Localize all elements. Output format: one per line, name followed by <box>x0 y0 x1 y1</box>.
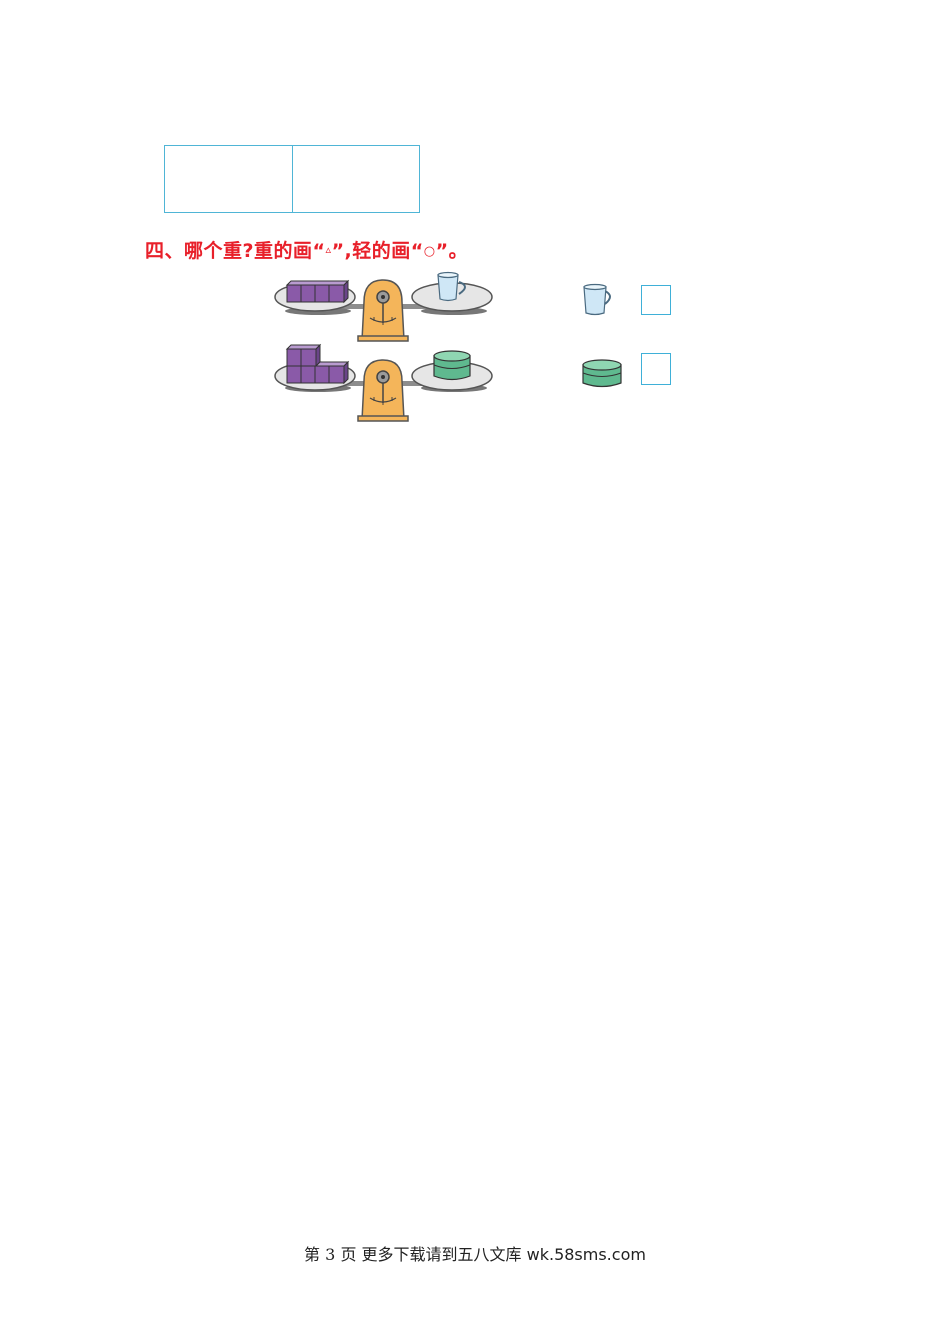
balance-scale-1 <box>274 271 493 342</box>
round-box-icon <box>582 359 622 388</box>
answer-box-1[interactable] <box>641 285 671 315</box>
question-number: 四、 <box>145 240 185 262</box>
question-text: 哪个重?重的画“ <box>184 240 326 262</box>
question-middle: ”,轻的画“ <box>331 240 424 262</box>
answer-table <box>164 145 420 213</box>
footer-page-prefix: 第 <box>304 1245 321 1264</box>
answer-cell-right[interactable] <box>291 146 420 212</box>
round-box-icon <box>433 350 471 381</box>
cup-icon <box>437 271 466 302</box>
cube-l-shape-5-icon <box>285 343 350 385</box>
footer-page-suffix: 页 更多下载请到五八文库 <box>340 1245 522 1264</box>
answer-cell-left[interactable] <box>165 146 292 212</box>
question-end: ”。 <box>435 240 469 262</box>
question-heading: 四、哪个重?重的画“▵”,轻的画“○”。 <box>145 236 468 263</box>
cube-stack-4-icon <box>285 279 350 304</box>
cup-icon <box>583 283 611 316</box>
page-footer: 第 3 页 更多下载请到五八文库 wk.58sms.com <box>0 1241 950 1265</box>
footer-site-link[interactable]: wk.58sms.com <box>526 1245 646 1264</box>
triangle-symbol: ▵ <box>325 243 332 256</box>
footer-page-number: 3 <box>325 1245 336 1264</box>
balance-scale-2 <box>274 343 493 422</box>
answer-box-2[interactable] <box>641 353 671 385</box>
circle-symbol: ○ <box>423 244 436 259</box>
